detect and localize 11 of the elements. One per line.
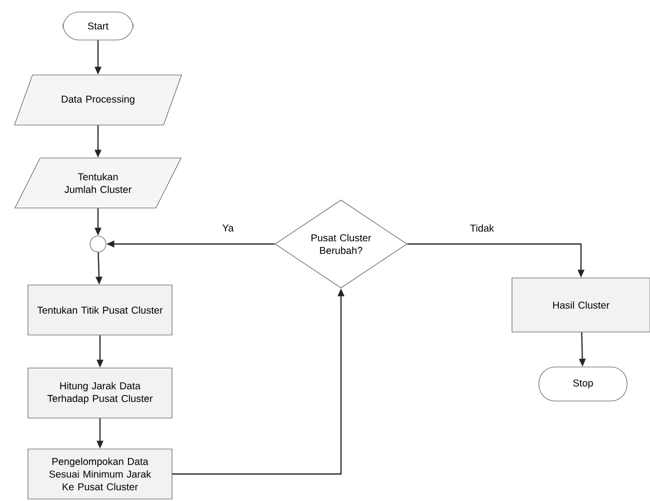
terminator: Stop [538, 366, 628, 402]
process-box: Hasil Cluster [512, 278, 650, 332]
process-box: Tentukan Titik Pusat Cluster [28, 284, 172, 336]
edge-label: Ya [220, 223, 236, 233]
terminator: Start [62, 12, 134, 40]
junction-circle [90, 236, 106, 252]
input-parallelogram: Data Processing [14, 74, 182, 126]
process-box: Hitung Jarak Data Terhadap Pusat Cluster [28, 368, 172, 418]
input-parallelogram: Tentukan Jumlah Cluster [14, 158, 182, 208]
process-box: Pengelompokan Data Sesuai Minimum Jarak Ke Pusat Cluster [28, 448, 172, 500]
edge-label: Tidak [468, 223, 496, 233]
